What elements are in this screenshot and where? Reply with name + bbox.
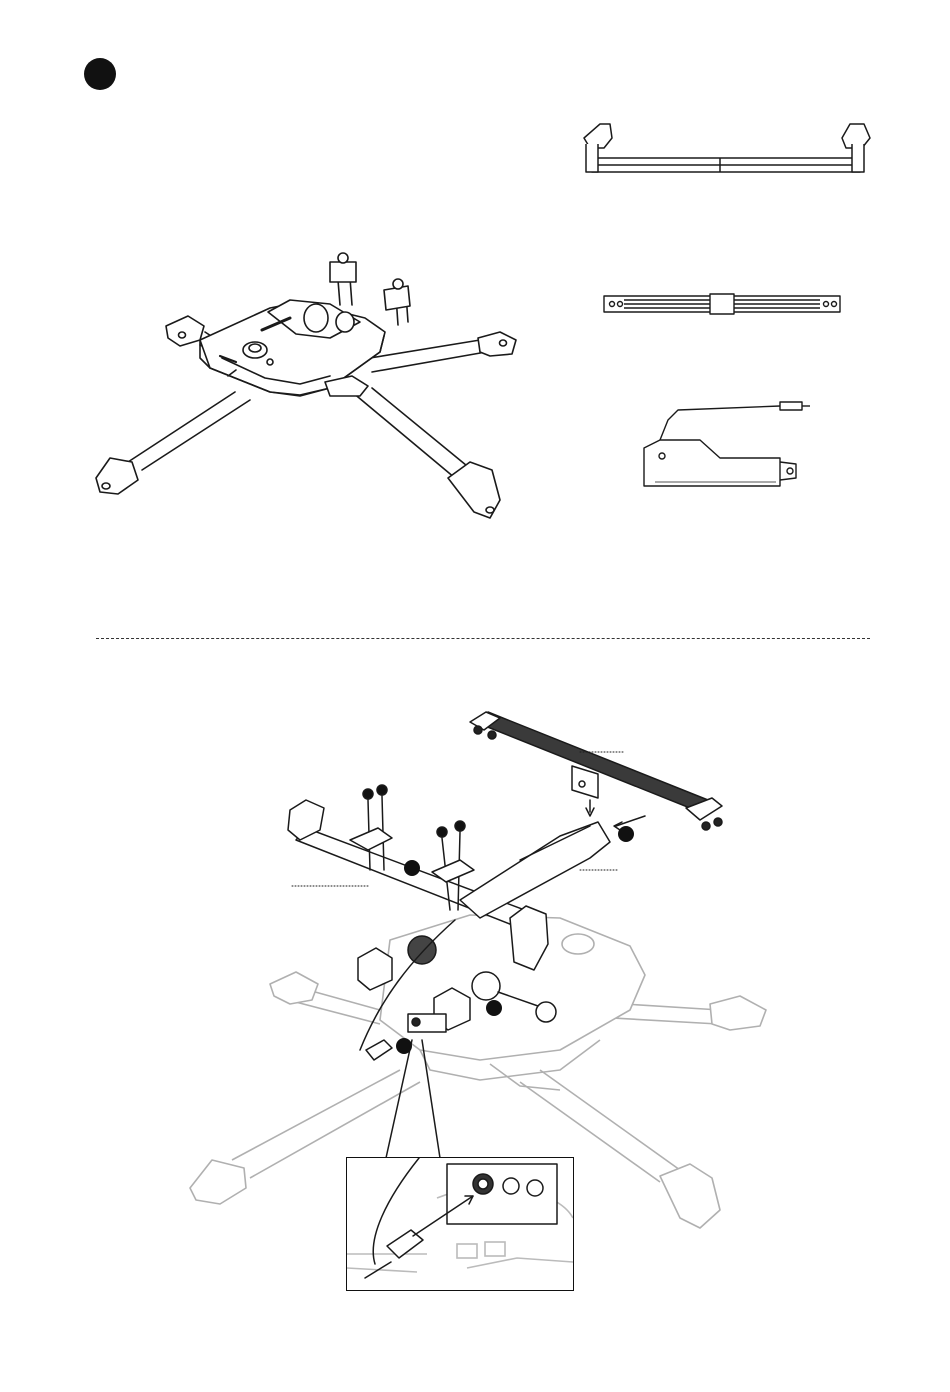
step-marker-icon	[84, 58, 116, 90]
connector-detail-illustration	[347, 1158, 573, 1290]
connector-detail-inset	[346, 1157, 574, 1291]
section-divider	[96, 638, 870, 639]
